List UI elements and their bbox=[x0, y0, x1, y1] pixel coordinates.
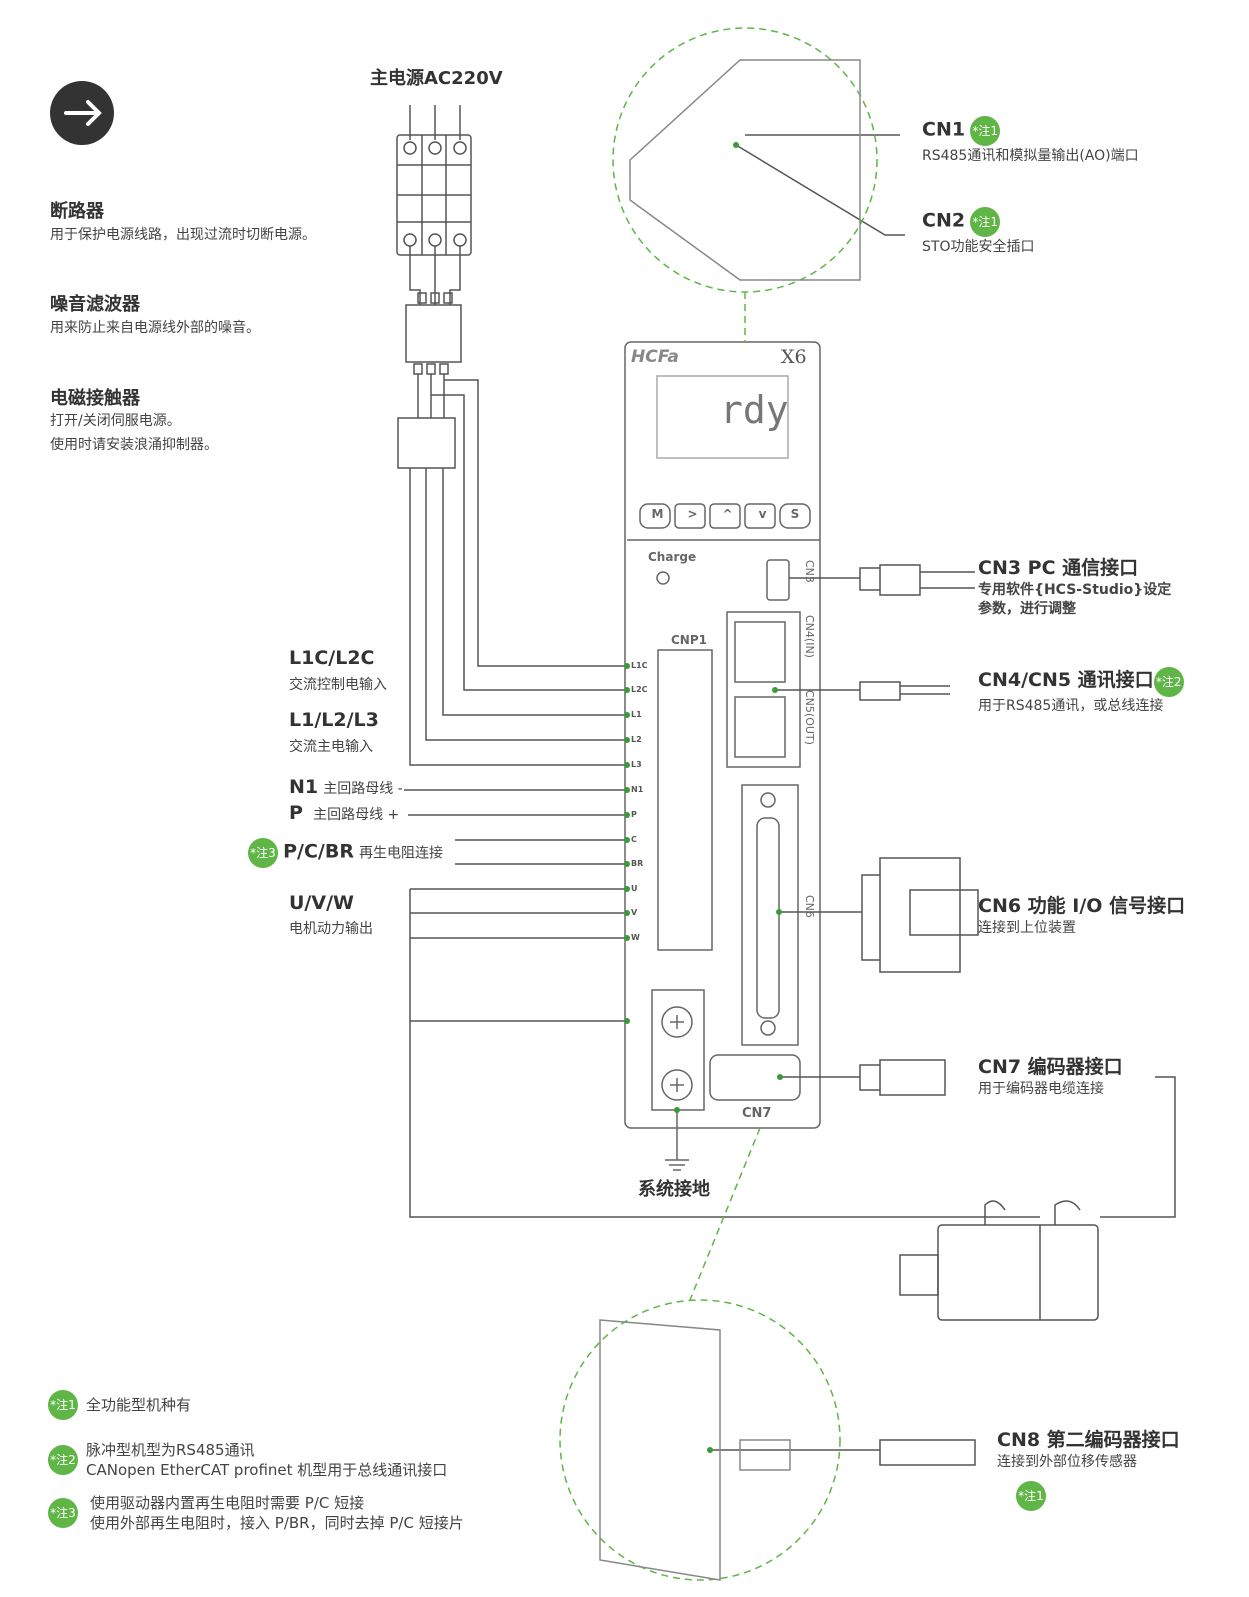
zoom-circles bbox=[559, 27, 878, 1581]
cn7-desc: 用于编码器电缆连接 bbox=[978, 1081, 1104, 1097]
cn1-desc: RS485通讯和模拟量输出(AO)端口 bbox=[922, 148, 1139, 164]
p-label: P 主回路母线 + bbox=[289, 802, 399, 826]
arrow-right-icon[interactable] bbox=[50, 81, 114, 145]
p-desc: 主回路母线 + bbox=[313, 807, 400, 823]
brand-logo: HCFa bbox=[631, 347, 679, 367]
main-power-label: 主电源AC220V bbox=[370, 68, 503, 89]
filter-title: 噪音滤波器 bbox=[50, 294, 140, 315]
footnote-text: 使用外部再生电阻时，接入 P/BR，同时去掉 P/C 短接片 bbox=[90, 1514, 464, 1532]
cn6-title: CN6 功能 I/O 信号接口 bbox=[978, 895, 1186, 917]
pin-label: BR bbox=[631, 859, 644, 868]
pin-label: L2C bbox=[631, 685, 648, 694]
connector-closeups bbox=[599, 59, 861, 1581]
l123-title: L1/L2/L3 bbox=[289, 709, 379, 731]
display-readout: rdy bbox=[720, 388, 789, 432]
magnetic-contactor bbox=[397, 379, 627, 766]
note-badge: *注3 bbox=[248, 838, 278, 868]
footnote-text: 全功能型机种有 bbox=[86, 1396, 192, 1414]
cn2-title: CN2 bbox=[922, 209, 966, 232]
note-badge: *注1 bbox=[1016, 1481, 1046, 1511]
servo-motor bbox=[899, 1200, 1099, 1321]
terminal-dots bbox=[624, 142, 783, 1453]
filter-desc: 用来防止来自电源线外部的噪音。 bbox=[50, 320, 260, 336]
pin-label: P bbox=[631, 810, 637, 819]
cn2-desc: STO功能安全插口 bbox=[922, 239, 1035, 255]
pin-label: L2 bbox=[631, 735, 642, 744]
uvw-desc: 电机动力输出 bbox=[289, 921, 373, 937]
l1c-title: L1C/L2C bbox=[289, 647, 375, 669]
footnote-text: 使用驱动器内置再生电阻时需要 P/C 短接 bbox=[90, 1494, 365, 1512]
model-label: X6 bbox=[781, 346, 807, 368]
cn7-title: CN7 编码器接口 bbox=[978, 1056, 1123, 1078]
pin-label: L1C bbox=[631, 661, 648, 670]
note-badge: *注1 bbox=[48, 1390, 78, 1420]
note-badge: *注1 bbox=[970, 207, 1001, 237]
cn2-heading: CN2 *注1 bbox=[922, 207, 1001, 237]
pcbr-label: *注3 P/C/BR 再生电阻连接 bbox=[248, 838, 443, 868]
breaker-title: 断路器 bbox=[50, 201, 104, 222]
pin-label: L3 bbox=[631, 760, 642, 769]
footnote-3: *注3 使用驱动器内置再生电阻时需要 P/C 短接使用外部再生电阻时，接入 P/… bbox=[48, 1493, 464, 1533]
cn3-desc-2: 参数，进行调整 bbox=[978, 601, 1076, 617]
n1-desc: 主回路母线 - bbox=[323, 781, 403, 797]
footnote-2: *注2 脉冲型机型为RS485通讯 CANopen EtherCAT profin… bbox=[48, 1440, 447, 1480]
l1c-desc: 交流控制电输入 bbox=[289, 677, 387, 693]
cn8-desc: 连接到外部位移传感器 bbox=[997, 1454, 1137, 1470]
bus-wires bbox=[404, 789, 1176, 1218]
cn6-port-label: CN6 bbox=[803, 895, 816, 918]
noise-filter bbox=[405, 292, 462, 418]
pin-label: L1 bbox=[631, 710, 642, 719]
cn4-port-label: CN4(IN) bbox=[803, 615, 816, 658]
footnote-text: CANopen EtherCAT profinet 机型用于总线通讯接口 bbox=[86, 1461, 448, 1479]
n1-label: N1 主回路母线 - bbox=[289, 776, 403, 800]
cn3-port-label: CN3 bbox=[803, 560, 816, 583]
cn8-note: *注1 bbox=[1016, 1481, 1046, 1511]
cn6-desc: 连接到上位装置 bbox=[978, 920, 1076, 936]
pin-label: W bbox=[631, 933, 640, 942]
contactor-desc-1: 打开/关闭伺服电源。 bbox=[50, 413, 181, 429]
panel-buttons: M > ^ v S bbox=[640, 507, 812, 521]
pin-label: C bbox=[631, 835, 637, 844]
down-button[interactable]: v bbox=[758, 507, 767, 521]
mode-button[interactable]: M bbox=[651, 507, 664, 521]
cnp1-label: CNP1 bbox=[671, 633, 707, 647]
pcbr-desc: 再生电阻连接 bbox=[359, 845, 444, 862]
note-badge: *注2 bbox=[48, 1445, 78, 1475]
cn45-desc: 用于RS485通讯，或总线连接 bbox=[978, 698, 1164, 714]
uvw-title: U/V/W bbox=[289, 892, 354, 914]
p-title: P bbox=[289, 802, 303, 824]
ground-label: 系统接地 bbox=[638, 1179, 710, 1200]
pcbr-title: P/C/BR bbox=[283, 840, 354, 863]
pin-label: U bbox=[631, 884, 638, 893]
servo-driver bbox=[624, 341, 821, 1171]
contactor-desc-2: 使用时请安装浪涌抑制器。 bbox=[50, 437, 218, 453]
n1-title: N1 bbox=[289, 776, 319, 798]
cn45-title: CN4/CN5 通讯接口 bbox=[978, 669, 1154, 691]
cn8-title: CN8 第二编码器接口 bbox=[997, 1429, 1180, 1451]
cn3-desc-1: 专用软件{HCS-Studio}设定 bbox=[978, 582, 1172, 598]
contactor-title: 电磁接触器 bbox=[50, 388, 140, 409]
circuit-breaker bbox=[396, 105, 472, 305]
up-button[interactable]: ^ bbox=[722, 507, 733, 521]
note-badge: *注3 bbox=[48, 1498, 78, 1528]
l123-desc: 交流主电输入 bbox=[289, 739, 373, 755]
cn45-heading: CN4/CN5 通讯接口*注2 bbox=[978, 665, 1184, 697]
breaker-desc: 用于保护电源线路，出现过流时切断电源。 bbox=[50, 227, 316, 243]
footnote-1: *注1 全功能型机种有 bbox=[48, 1390, 191, 1420]
cn5-port-label: CN5(OUT) bbox=[803, 690, 816, 745]
charge-label: Charge bbox=[648, 550, 697, 564]
pin-label: N1 bbox=[631, 785, 644, 794]
set-button[interactable]: S bbox=[790, 507, 800, 521]
shift-button[interactable]: > bbox=[687, 507, 698, 521]
pin-label: V bbox=[631, 908, 638, 917]
cn1-heading: CN1 *注1 bbox=[922, 116, 1001, 146]
cn7-port-label: CN7 bbox=[742, 1106, 772, 1121]
cn1-title: CN1 bbox=[922, 118, 966, 141]
note-badge: *注2 bbox=[1153, 666, 1184, 697]
cn3-title: CN3 PC 通信接口 bbox=[978, 557, 1139, 579]
note-badge: *注1 bbox=[970, 116, 1001, 146]
footnote-text: 脉冲型机型为RS485通讯 bbox=[86, 1441, 255, 1459]
cables-right bbox=[710, 134, 979, 1466]
